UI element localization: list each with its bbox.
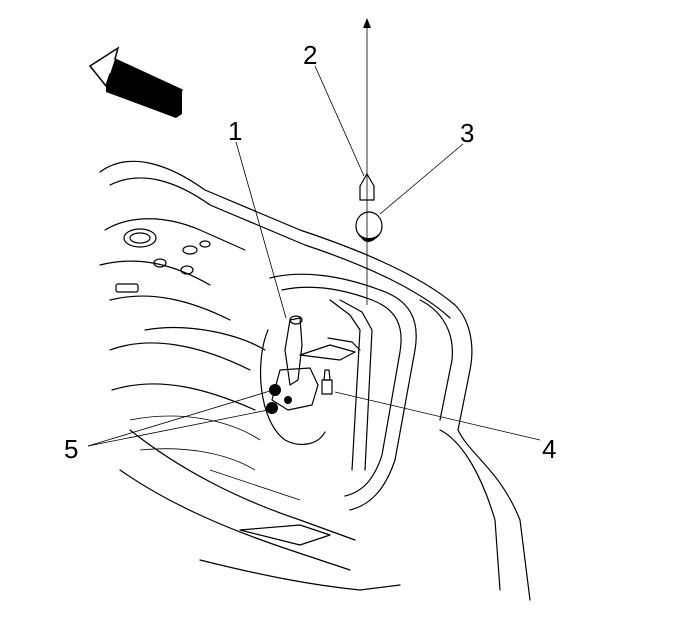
callout-2: 2 <box>303 40 317 70</box>
leader-lines <box>87 65 541 447</box>
callout-4: 4 <box>542 434 556 464</box>
vehicle-body <box>99 160 531 601</box>
callout-3: 3 <box>460 118 474 148</box>
antenna-assembly <box>260 315 361 446</box>
callout-1: 1 <box>228 116 242 146</box>
callout-5: 5 <box>64 434 78 464</box>
forward-direction-arrow <box>88 46 183 118</box>
antenna-mast <box>363 18 371 305</box>
antenna-connector <box>321 369 333 395</box>
antenna-mast-nut <box>359 173 375 201</box>
antenna-bezel <box>355 211 383 242</box>
